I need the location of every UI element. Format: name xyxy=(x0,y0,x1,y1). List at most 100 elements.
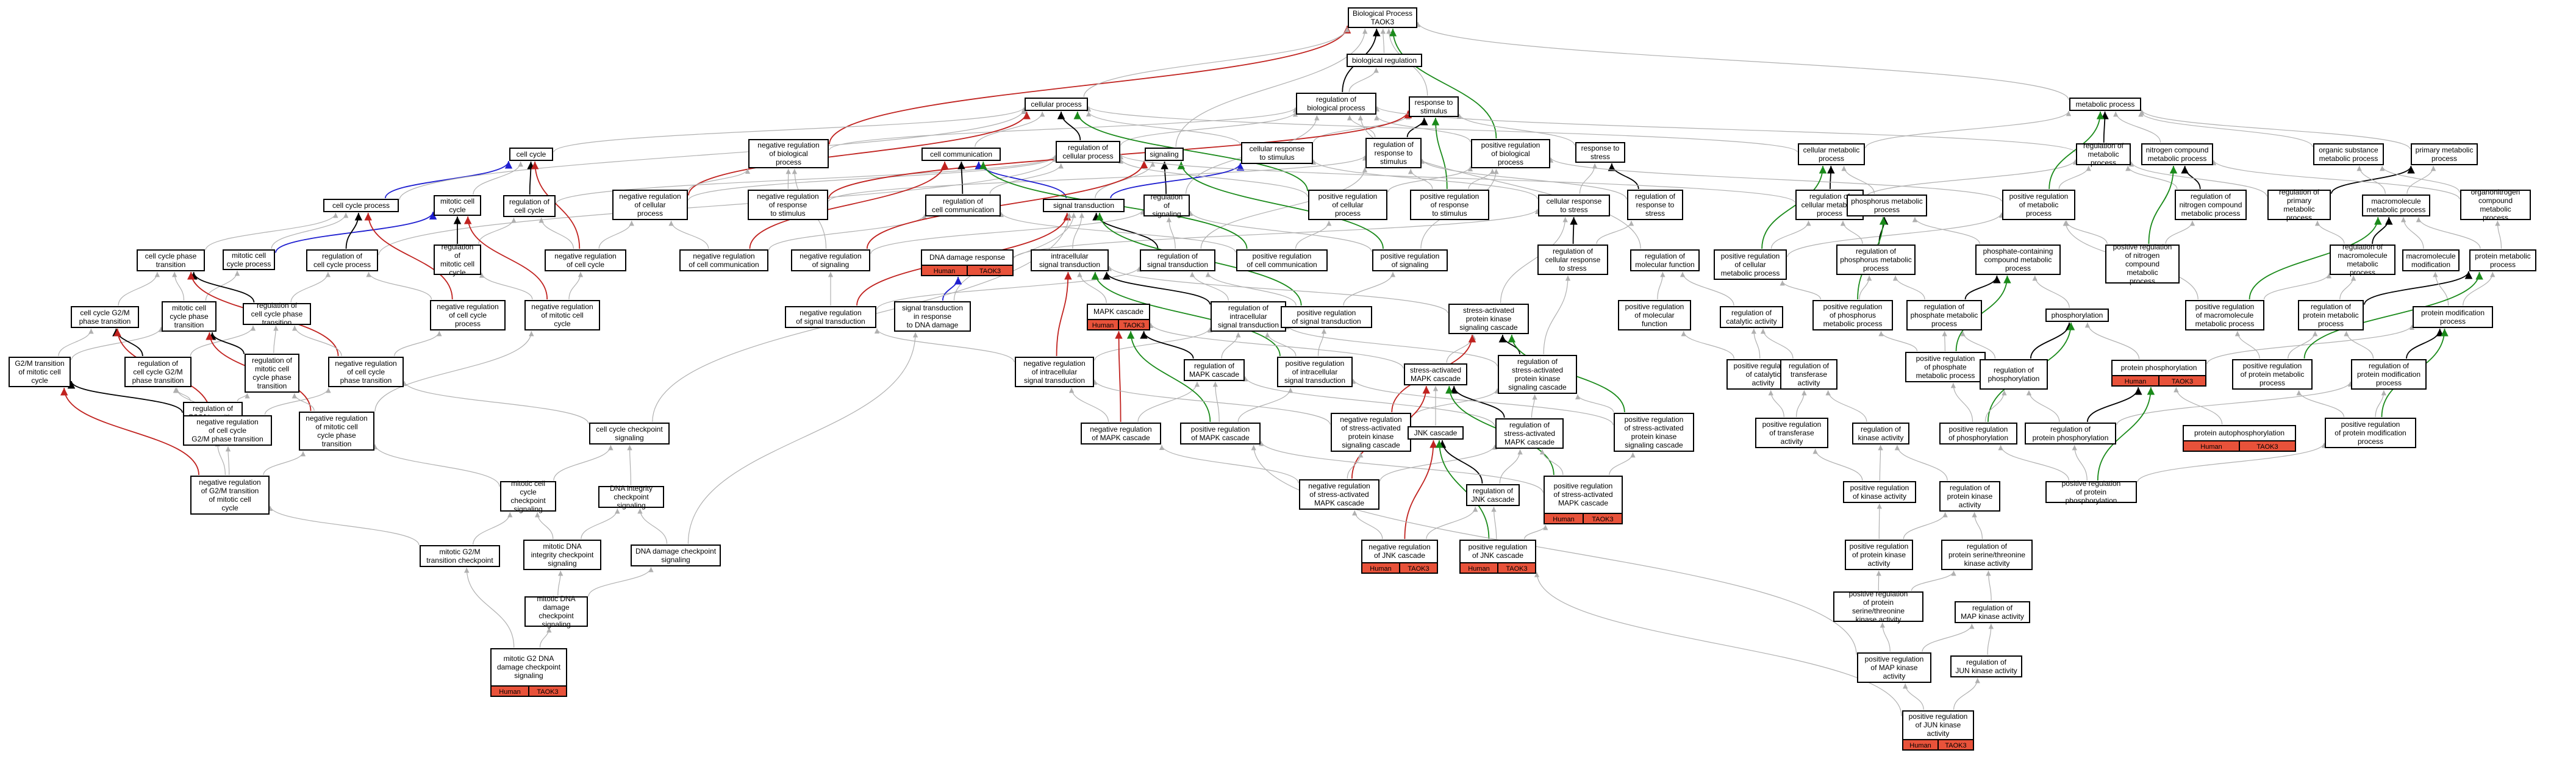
term-node-ccphasetrans[interactable]: cell cycle phase transition xyxy=(137,249,205,271)
term-node-dnaintegrity[interactable]: DNA integrity checkpoint signaling xyxy=(598,484,664,510)
term-node-posregmapkact[interactable]: positive regulation of MAP kinase activi… xyxy=(1857,652,1931,683)
term-node-organonitrogen[interactable]: organonitrogen compound metabolic proces… xyxy=(2460,188,2531,222)
term-node-negregccproc[interactable]: negative regulation of cell cycle proces… xyxy=(430,300,506,330)
term-node-mitg2mdna[interactable]: mitotic G2 DNA damage checkpoint signali… xyxy=(490,648,567,697)
term-node-negregintrasig[interactable]: negative regulation of intracellular sig… xyxy=(1015,357,1094,387)
term-node-resp[interactable]: response to stimulus xyxy=(1409,96,1459,117)
term-node-negregcc[interactable]: negative regulation of cell cycle xyxy=(545,249,626,271)
term-node-posregcellmetab[interactable]: positive regulation of cellular metaboli… xyxy=(1714,249,1787,280)
term-node-phosphatecontain[interactable]: phosphate-containing compound metabolic … xyxy=(1975,245,2061,275)
term-node-posregresp[interactable]: positive regulation of response to stimu… xyxy=(1410,190,1489,220)
term-node-posregsigtrans[interactable]: positive regulation of signal transducti… xyxy=(1281,306,1372,328)
term-node-regccg2m[interactable]: regulation of cell cycle G2/M phase tran… xyxy=(124,357,191,387)
term-node-mitcc[interactable]: mitotic cell cycle xyxy=(434,195,481,216)
term-node-regcellproc[interactable]: regulation of cellular process xyxy=(1056,141,1120,163)
term-node-posregmetab[interactable]: positive regulation of metabolic process xyxy=(2002,190,2075,220)
term-node-posregmacromol[interactable]: positive regulation of macromolecule met… xyxy=(2185,300,2264,330)
term-node-cellproc[interactable]: cellular process xyxy=(1025,98,1088,111)
term-node-signaling[interactable]: signaling xyxy=(1145,148,1184,161)
term-node-posregproteinphos[interactable]: positive regulation of protein phosphory… xyxy=(2045,479,2137,505)
term-node-jnk[interactable]: JNK cascade xyxy=(1408,426,1464,440)
term-node-posregbp[interactable]: positive regulation of biological proces… xyxy=(1471,139,1550,168)
term-node-organic[interactable]: organic substance metabolic process xyxy=(2313,143,2384,165)
term-node-regproteinphos[interactable]: regulation of protein phosphorylation xyxy=(2025,423,2116,444)
term-node-posregtransferase[interactable]: positive regulation of transferase activ… xyxy=(1755,418,1828,448)
term-node-regproteinmetab[interactable]: regulation of protein metabolic process xyxy=(2298,300,2364,330)
term-node-regmetab[interactable]: regulation of metabolic process xyxy=(2076,141,2131,167)
term-node-regmacromol[interactable]: regulation of macromolecule metabolic pr… xyxy=(2330,243,2395,277)
term-node-mitccproc[interactable]: mitotic cell cycle process xyxy=(223,249,275,270)
term-node-regcellresptostress[interactable]: regulation of cellular response to stres… xyxy=(1537,245,1608,275)
term-node-intrasig[interactable]: intracellular signal transduction xyxy=(1031,249,1109,271)
term-node-regccproc[interactable]: regulation of cell cycle process xyxy=(306,249,378,271)
term-node-posregsamapk[interactable]: positive regulation of stress-activated … xyxy=(1544,476,1623,524)
term-node-negregsignaling[interactable]: negative regulation of signaling xyxy=(791,249,870,271)
term-node-negregbp[interactable]: negative regulation of biological proces… xyxy=(748,139,829,168)
term-node-negregmitcc[interactable]: negative regulation of mitotic cell cycl… xyxy=(524,300,600,330)
term-node-ccg1s[interactable]: cell cycle G2/M phase transition xyxy=(71,306,139,328)
term-node-posregproteinmod[interactable]: positive regulation of protein modificat… xyxy=(2325,418,2416,448)
term-node-cellresp[interactable]: cellular response to stimulus xyxy=(1241,142,1313,164)
term-node-negregsigtrans[interactable]: negative regulation of signal transducti… xyxy=(785,306,876,328)
term-node-samapk[interactable]: stress-activated MAPK cascade xyxy=(1404,363,1467,385)
term-node-sigtrans[interactable]: signal transduction xyxy=(1043,199,1125,212)
term-node-regcatalytic[interactable]: regulation of catalytic activity xyxy=(1720,306,1783,328)
term-node-phosphorus[interactable]: phosphorus metabolic process xyxy=(1847,195,1927,216)
term-node-proteinmetab[interactable]: protein metabolic process xyxy=(2469,249,2536,271)
term-node-regmolfunc[interactable]: regulation of molecular function xyxy=(1630,249,1700,271)
term-node-posregsapk[interactable]: positive regulation of stress-activated … xyxy=(1614,413,1694,452)
term-node-macromol[interactable]: macromolecule metabolic process xyxy=(2362,195,2430,216)
term-node-regresp[interactable]: regulation of response to stimulus xyxy=(1365,138,1422,168)
term-node-posregphosphorus[interactable]: positive regulation of phosphorus metabo… xyxy=(1812,300,1893,330)
term-node-cellmetab[interactable]: cellular metabolic process xyxy=(1798,143,1865,165)
term-node-resptostress[interactable]: response to stress xyxy=(1575,142,1625,163)
term-node-regproteinkinase[interactable]: regulation of protein kinase activity xyxy=(1939,481,2000,512)
term-node-regjunkinase[interactable]: regulation of JUN kinase activity xyxy=(1950,655,2022,677)
term-node-regbp[interactable]: regulation of biological process xyxy=(1296,93,1376,115)
term-node-regserthr[interactable]: regulation of protein serine/threonine k… xyxy=(1941,540,2033,570)
term-node-mitg2m[interactable]: mitotic G2/M transition checkpoint xyxy=(420,545,500,567)
term-node-regsigtrans[interactable]: regulation of signal transduction xyxy=(1140,249,1215,271)
term-node-sapk[interactable]: stress-activated protein kinase signalin… xyxy=(1448,304,1529,334)
term-node-regmitcc[interactable]: regulation of mitotic cell cycle xyxy=(434,243,481,277)
term-node-regphosphorus[interactable]: regulation of phosphorus metabolic proce… xyxy=(1836,245,1916,275)
term-node-negregccg2m[interactable]: negative regulation of cell cycle G2/M p… xyxy=(183,415,272,446)
term-node-posregproteinkinase[interactable]: positive regulation of protein kinase ac… xyxy=(1845,540,1913,570)
term-node-posregcellproc[interactable]: positive regulation of cellular process xyxy=(1308,190,1387,220)
term-node-posregjunkinase[interactable]: positive regulation of JUN kinase activi… xyxy=(1902,710,1974,751)
term-node-regsamapk[interactable]: regulation of stress-activated MAPK casc… xyxy=(1495,418,1564,449)
term-node-negregresp[interactable]: negative regulation of response to stimu… xyxy=(748,190,828,220)
term-node-mitcccheckpoint[interactable]: mitotic cell cycle checkpoint signaling xyxy=(500,479,556,513)
term-node-negregcellcomm[interactable]: negative regulation of cell communicatio… xyxy=(679,249,768,271)
term-node-regcc[interactable]: regulation of cell cycle xyxy=(503,195,556,217)
term-node-posregproteinmetab[interactable]: positive regulation of protein metabolic… xyxy=(2232,359,2313,390)
term-node-mitdnadmg[interactable]: mitotic DNA damage checkpoint signaling xyxy=(524,594,588,629)
term-node-posregkinase[interactable]: positive regulation of kinase activity xyxy=(1843,481,1916,503)
term-node-posregsignaling[interactable]: positive regulation of signaling xyxy=(1372,249,1448,271)
term-node-posregmolfunc[interactable]: positive regulation of molecular functio… xyxy=(1618,300,1691,330)
term-node-regjnk[interactable]: regulation of JNK cascade xyxy=(1466,484,1520,506)
term-node-cellresptostress[interactable]: cellular response to stress xyxy=(1538,195,1610,216)
term-node-regintrasig[interactable]: regulation of intracellular signal trans… xyxy=(1211,301,1286,332)
term-node-posregmapk[interactable]: positive regulation of MAPK cascade xyxy=(1180,423,1261,444)
term-node-regmapkact[interactable]: regulation of MAP kinase activity xyxy=(1955,601,2030,623)
term-node-cccheckpoint[interactable]: cell cycle checkpoint signaling xyxy=(589,423,670,444)
term-node-regproteinmod[interactable]: regulation of protein modification proce… xyxy=(2351,359,2427,390)
term-node-regsignaling[interactable]: regulation of signaling xyxy=(1143,193,1190,218)
term-node-sigtransdna[interactable]: signal transduction in response to DNA d… xyxy=(894,301,971,332)
term-node-posregcellcomm[interactable]: positive regulation of cell communicatio… xyxy=(1236,249,1328,271)
term-node-posregphosphorylation[interactable]: positive regulation of phosphorylation xyxy=(1939,423,2017,444)
term-node-regmapk[interactable]: regulation of MAPK cascade xyxy=(1184,359,1245,381)
term-node-regccphase[interactable]: regulation of cell cycle phase transitio… xyxy=(243,301,311,327)
term-node-regsapk[interactable]: regulation of stress-activated protein k… xyxy=(1498,355,1577,394)
term-node-metab[interactable]: metabolic process xyxy=(2069,98,2141,111)
term-node-primary[interactable]: primary metabolic process xyxy=(2411,143,2478,165)
term-node-regtransferase[interactable]: regulation of transferase activity xyxy=(1780,359,1837,390)
term-node-regkinase[interactable]: regulation of kinase activity xyxy=(1852,423,1909,444)
term-node-regnitrogen[interactable]: regulation of nitrogen compound metaboli… xyxy=(2175,190,2247,220)
term-node-regprimary[interactable]: regulation of primary metabolic process xyxy=(2267,188,2331,222)
